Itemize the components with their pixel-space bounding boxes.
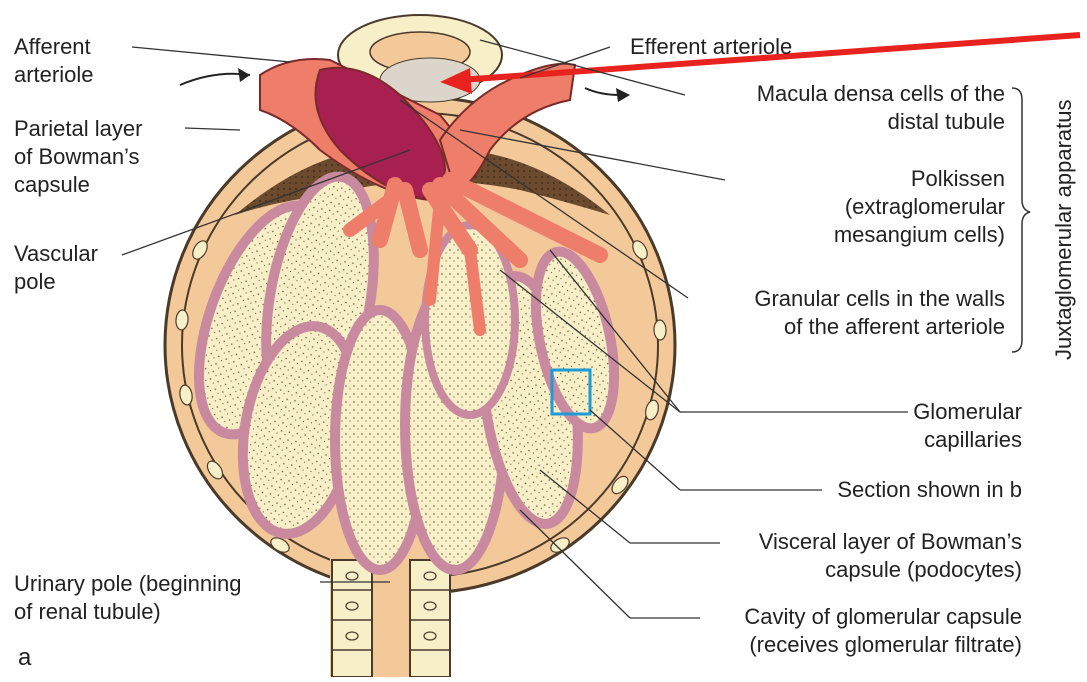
label-afferent-arteriole: Afferent arteriole [14, 33, 93, 89]
label-visceral-layer: Visceral layer of Bowman’s capsule (podo… [759, 528, 1022, 584]
label-granular-cells: Granular cells in the walls of the affer… [754, 285, 1005, 341]
bracket-title-container: Juxtaglomerular apparatus [1043, 15, 1083, 375]
label-parietal-layer: Parietal layer of Bowman’s capsule [14, 115, 142, 199]
label-efferent-arteriole: Efferent arteriole [630, 33, 792, 61]
label-urinary-pole: Urinary pole (beginning of renal tubule) [14, 570, 241, 626]
inflow-arrow-head [238, 68, 250, 82]
label-polkissen: Polkissen (extraglomerular mesangium cel… [834, 165, 1005, 249]
label-glomerular-capillaries: Glomerular capillaries [913, 398, 1022, 454]
label-section-b: Section shown in b [837, 476, 1022, 504]
label-cavity: Cavity of glomerular capsule (receives g… [744, 603, 1022, 659]
outflow-arrow [585, 88, 620, 95]
label-macula-densa: Macula densa cells of the distal tubule [757, 80, 1005, 136]
bracket-title: Juxtaglomerular apparatus [1051, 100, 1076, 360]
panel-letter: a [18, 644, 31, 672]
outflow-arrow-head [616, 88, 630, 102]
juxtaglomerular-bracket [1012, 88, 1030, 352]
label-vascular-pole: Vascular pole [14, 240, 98, 296]
